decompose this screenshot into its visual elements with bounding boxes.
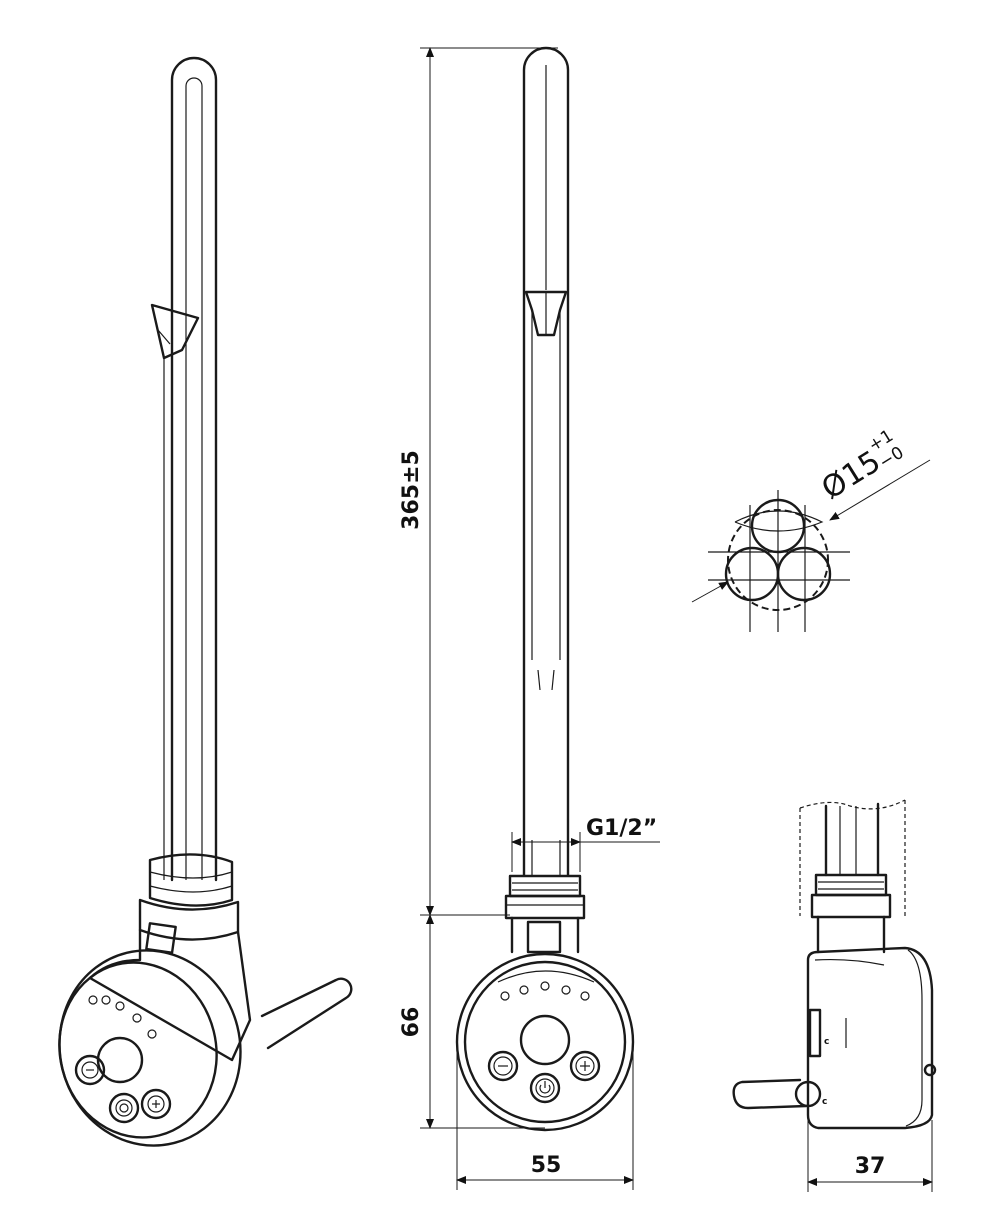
side-view: c c [732, 799, 937, 1130]
perspective-center-knob [96, 1036, 144, 1084]
front-plus-button [569, 1050, 601, 1082]
front-nut [508, 874, 582, 898]
front-power-button [529, 1072, 561, 1104]
head-width-label: 55 [531, 1153, 562, 1178]
dimension-length: 365±5 [399, 47, 558, 916]
dimension-side-depth: 37 [807, 1120, 933, 1192]
front-view [455, 46, 635, 1132]
side-mark-lower: c [822, 1097, 827, 1107]
side-cable [732, 1078, 808, 1110]
side-mark-upper: c [824, 1037, 829, 1047]
front-head-rim [455, 952, 635, 1132]
cross-section-detail: Ø 15 +1 −0 [691, 426, 931, 632]
dimension-head-height: 66 [399, 914, 545, 1129]
section-circle-right [776, 546, 832, 602]
perspective-rod [170, 56, 218, 882]
perspective-head-face [58, 961, 218, 1139]
thread-label: G1/2” [586, 816, 657, 841]
length-label: 365±5 [399, 450, 424, 530]
perspective-cable [260, 977, 353, 1050]
side-head-body [806, 946, 934, 1130]
front-head-face [463, 960, 627, 1124]
perspective-view [58, 56, 353, 1147]
side-switch [808, 1008, 822, 1058]
dimension-thread: G1/2” [511, 816, 660, 872]
section-circle-top [750, 498, 806, 554]
side-nut [814, 873, 888, 897]
perspective-power-button [108, 1092, 140, 1124]
front-center-knob [519, 1014, 571, 1066]
side-depth-label: 37 [855, 1154, 886, 1179]
perspective-plus-button [140, 1088, 172, 1120]
perspective-nut [148, 853, 234, 907]
front-label-plate [526, 920, 562, 954]
perspective-indicator-lights [88, 995, 157, 1039]
perspective-minus-button [74, 1054, 106, 1086]
section-circle-left [724, 546, 780, 602]
perspective-head-rim [58, 949, 242, 1147]
perspective-head-shoulder [88, 928, 252, 1062]
section-envelope [727, 509, 829, 611]
front-indicator-lights [497, 970, 595, 1001]
perspective-sleeve-taper [150, 303, 200, 360]
dimension-head-width: 55 [456, 1042, 634, 1190]
front-minus-button [487, 1050, 519, 1082]
head-height-label: 66 [399, 1007, 424, 1038]
